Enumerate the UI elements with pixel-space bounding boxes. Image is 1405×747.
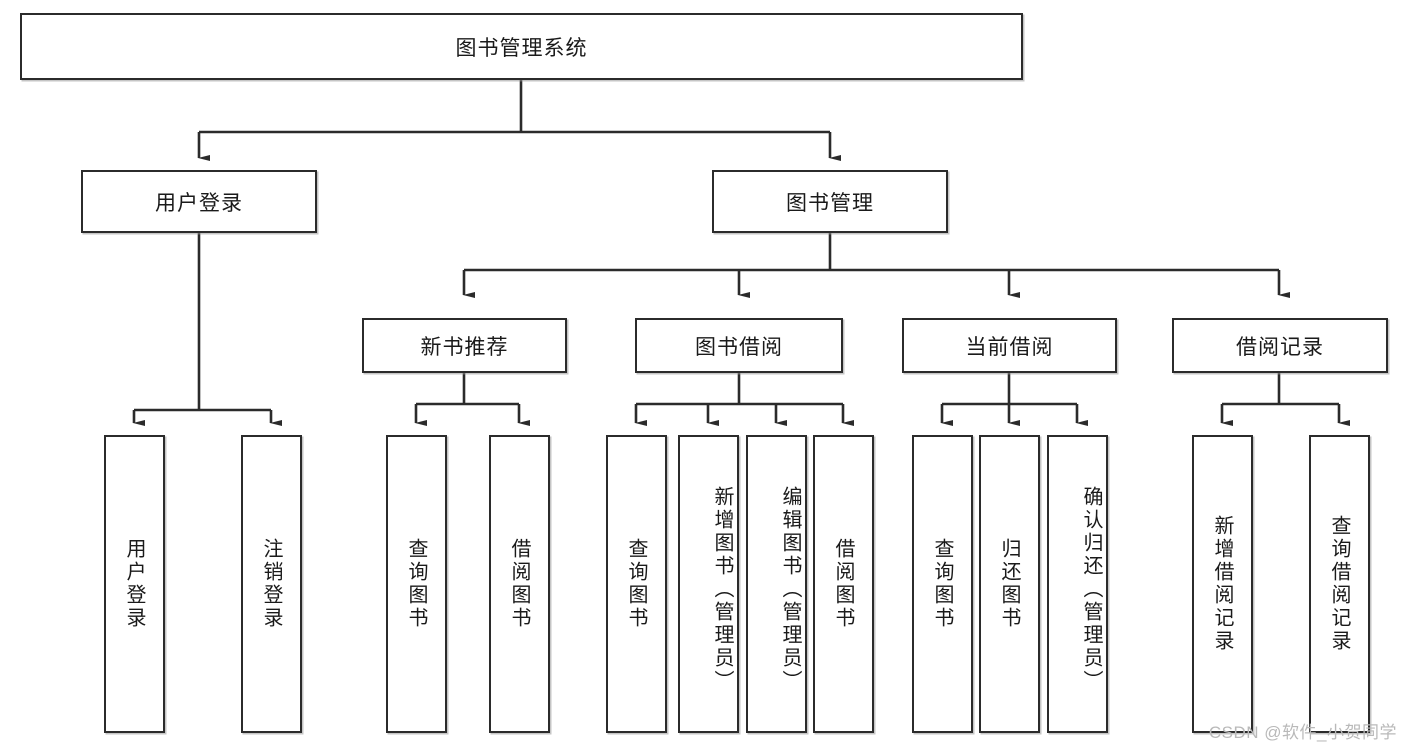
leaf-label: 新增图书（管理员） xyxy=(711,485,733,693)
node-book-management[interactable]: 图书管理 xyxy=(712,170,948,233)
leaf-record-query-record[interactable]: 查询借阅记录 xyxy=(1309,435,1370,733)
leaf-current-query-book[interactable]: 查询图书 xyxy=(912,435,973,733)
csdn-watermark: CSDN @软件_小贺同学 xyxy=(1208,723,1397,742)
leaf-label: 编辑图书（管理员） xyxy=(779,485,801,693)
leaf-user-login-login[interactable]: 用户登录 xyxy=(104,435,165,733)
leaf-borrow-borrow-book[interactable]: 借阅图书 xyxy=(813,435,874,733)
node-current-borrow-label: 当前借阅 xyxy=(965,335,1054,359)
node-current-borrow[interactable]: 当前借阅 xyxy=(902,318,1117,373)
leaf-label: 查询图书 xyxy=(405,538,427,630)
leaf-recommend-query-book[interactable]: 查询图书 xyxy=(386,435,447,733)
leaf-label: 查询借阅记录 xyxy=(1328,515,1350,653)
node-root[interactable]: 图书管理系统 xyxy=(20,13,1023,80)
leaf-borrow-query-book[interactable]: 查询图书 xyxy=(606,435,667,733)
leaf-label: 用户登录 xyxy=(123,538,145,630)
node-book-borrow[interactable]: 图书借阅 xyxy=(635,318,843,373)
leaf-label: 借阅图书 xyxy=(832,538,854,630)
node-user-login[interactable]: 用户登录 xyxy=(81,170,317,233)
leaf-borrow-edit-book[interactable]: 编辑图书（管理员） xyxy=(746,435,807,733)
leaf-label: 新增借阅记录 xyxy=(1211,515,1233,653)
leaf-recommend-borrow-book[interactable]: 借阅图书 xyxy=(489,435,550,733)
leaf-label: 注销登录 xyxy=(260,538,282,630)
node-new-book-recommend-label: 新书推荐 xyxy=(420,335,509,359)
leaf-borrow-add-book[interactable]: 新增图书（管理员） xyxy=(678,435,739,733)
leaf-current-return-book[interactable]: 归还图书 xyxy=(979,435,1040,733)
node-user-login-label: 用户登录 xyxy=(155,191,243,215)
leaf-label: 查询图书 xyxy=(625,538,647,630)
node-borrow-record[interactable]: 借阅记录 xyxy=(1172,318,1388,373)
leaf-record-add-record[interactable]: 新增借阅记录 xyxy=(1192,435,1253,733)
leaf-label: 归还图书 xyxy=(998,538,1020,630)
node-root-label: 图书管理系统 xyxy=(455,36,588,60)
leaf-label: 查询图书 xyxy=(931,538,953,630)
leaf-user-login-logout[interactable]: 注销登录 xyxy=(241,435,302,733)
node-book-management-label: 图书管理 xyxy=(786,191,874,215)
node-borrow-record-label: 借阅记录 xyxy=(1236,335,1324,359)
node-new-book-recommend[interactable]: 新书推荐 xyxy=(362,318,567,373)
leaf-label: 确认归还（管理员） xyxy=(1080,485,1102,693)
leaf-label: 借阅图书 xyxy=(508,538,530,630)
leaf-current-confirm-return[interactable]: 确认归还（管理员） xyxy=(1047,435,1108,733)
node-book-borrow-label: 图书借阅 xyxy=(695,335,783,359)
